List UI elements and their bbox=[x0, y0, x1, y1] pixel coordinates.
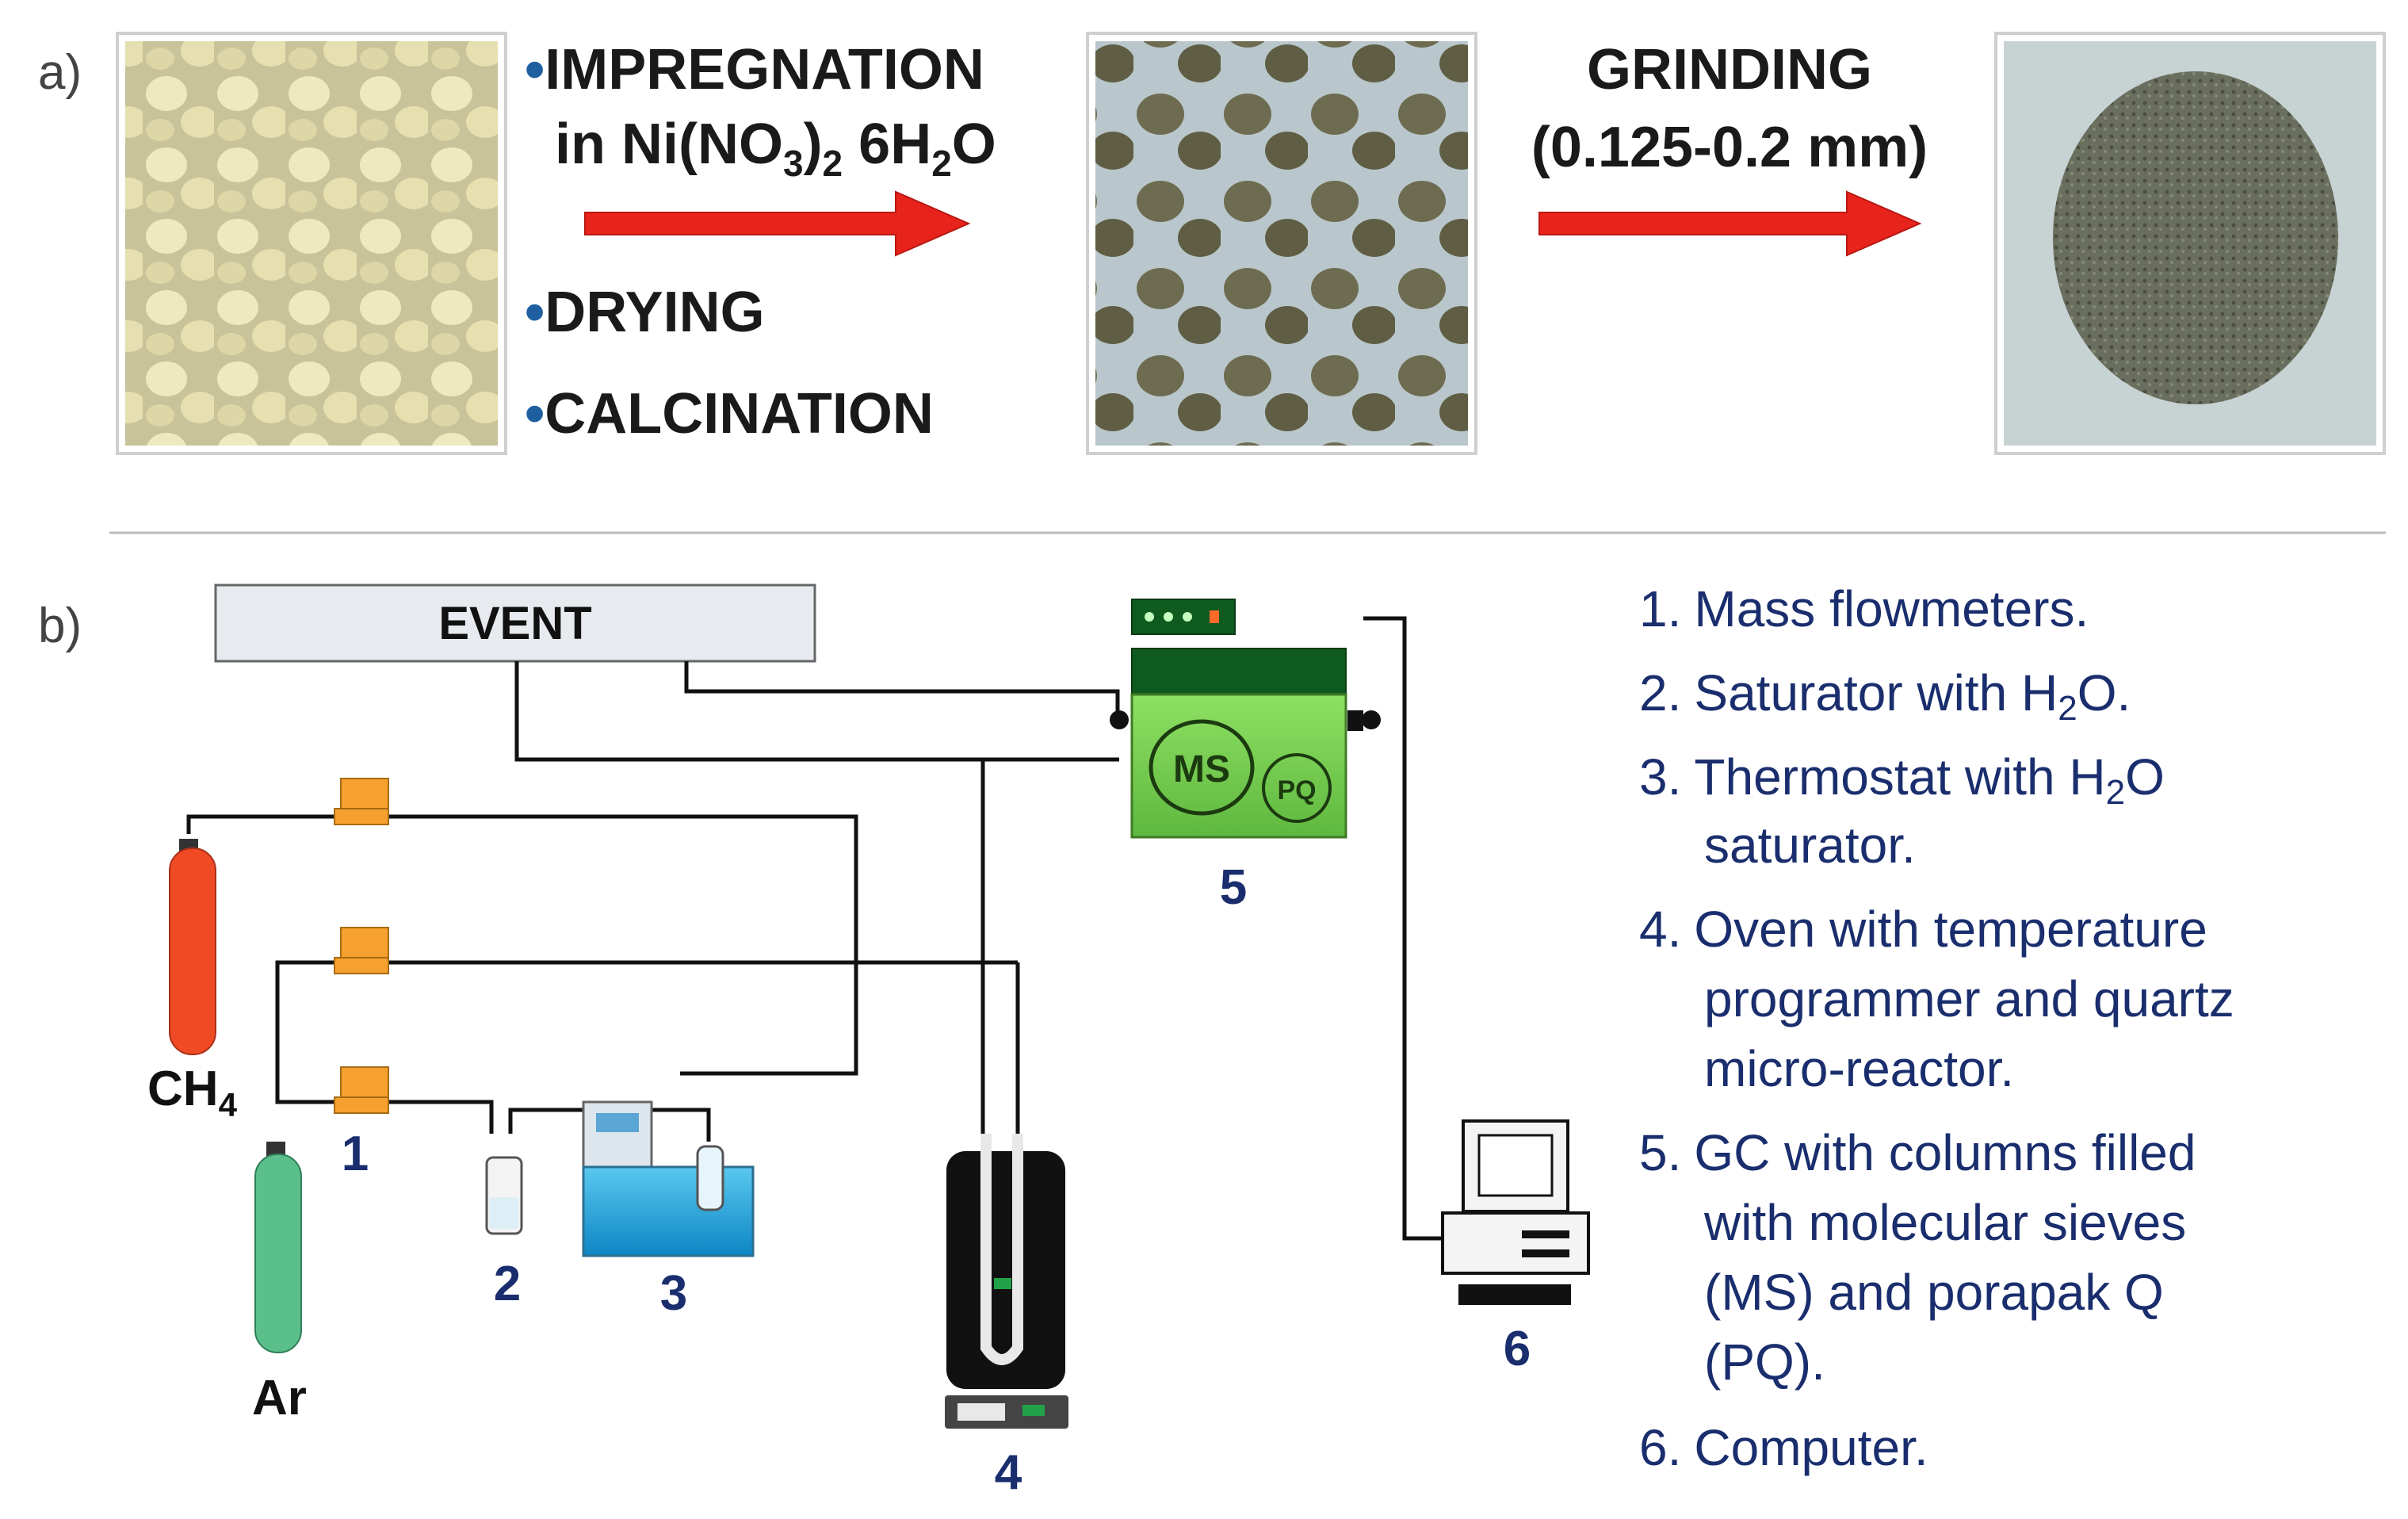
label-2: 2 bbox=[494, 1257, 521, 1311]
svg-text:•IMPREGNATION: •IMPREGNATION bbox=[525, 38, 984, 101]
mass-flowmeters bbox=[334, 778, 389, 1114]
legend-item-4-line-3: micro-reactor. bbox=[1704, 1040, 2014, 1097]
gas-chromatograph: MS PQ bbox=[1110, 599, 1381, 839]
ch4-cylinder bbox=[169, 839, 216, 1055]
photo-ni-pellets bbox=[1086, 32, 1477, 455]
panel-a-label: a) bbox=[38, 45, 82, 100]
label-5: 5 bbox=[1220, 860, 1247, 915]
legend-item-6: 6.Computer. bbox=[1639, 1419, 1928, 1476]
legend-item-5-line-2: with molecular sieves bbox=[1703, 1194, 2186, 1251]
thermostat bbox=[582, 1100, 755, 1257]
label-4: 4 bbox=[995, 1445, 1022, 1500]
flowmeter-middle bbox=[334, 927, 389, 974]
legend-item-5-line-3: (MS) and porapak Q bbox=[1704, 1264, 2164, 1321]
saturator bbox=[485, 1156, 523, 1235]
impregnation-step: •IMPREGNATION in Ni(NO3)2 6H2O bbox=[525, 38, 996, 184]
legend-item-4: 4.Oven with temperature bbox=[1639, 901, 2207, 958]
legend-item-1: 1.Mass flowmeters. bbox=[1639, 580, 2089, 637]
gas-piping bbox=[186, 616, 1455, 1241]
legend: 1.Mass flowmeters. 2.Saturator with H2O.… bbox=[1639, 580, 2234, 1476]
ar-label: Ar bbox=[252, 1371, 307, 1425]
bullet: • bbox=[525, 38, 545, 101]
legend-item-2: 2.Saturator with H2O. bbox=[1639, 664, 2131, 728]
photo-raw-pellets bbox=[116, 32, 507, 455]
grinding-title: GRINDING bbox=[1587, 38, 1872, 101]
computer bbox=[1441, 1119, 1590, 1305]
arrow-grinding bbox=[1538, 190, 1922, 257]
impregnation-solution: in Ni(NO3)2 6H2O bbox=[555, 113, 996, 184]
label-1: 1 bbox=[342, 1127, 369, 1181]
event-controller: EVENT bbox=[214, 583, 816, 663]
ar-cylinder bbox=[254, 1142, 302, 1353]
legend-item-3-line-2: saturator. bbox=[1704, 817, 1916, 874]
drying-step: •DRYING bbox=[525, 281, 765, 344]
label-6: 6 bbox=[1504, 1322, 1531, 1376]
arrow-impregnation bbox=[584, 190, 971, 257]
pq-label: PQ bbox=[1277, 775, 1316, 805]
photo-powder bbox=[1994, 32, 2386, 455]
panel-b-label: b) bbox=[38, 599, 82, 653]
legend-item-5: 5.GC with columns filled bbox=[1639, 1124, 2196, 1181]
calcination-step: •CALCINATION bbox=[525, 382, 934, 446]
flowmeter-ch4 bbox=[334, 778, 389, 825]
event-label: EVENT bbox=[438, 598, 591, 649]
legend-item-3: 3.Thermostat with H2O bbox=[1639, 748, 2165, 812]
grinding-range: (0.125-0.2 mm) bbox=[1531, 116, 1928, 179]
flowmeter-ar bbox=[334, 1066, 389, 1114]
label-3: 3 bbox=[660, 1266, 687, 1321]
oven-reactor bbox=[945, 1134, 1068, 1429]
ms-label: MS bbox=[1173, 748, 1230, 790]
legend-item-4-line-2: programmer and quartz bbox=[1704, 970, 2234, 1027]
legend-item-5-line-4: (PQ). bbox=[1704, 1333, 1825, 1391]
ch4-label: CH4 bbox=[147, 1062, 238, 1123]
